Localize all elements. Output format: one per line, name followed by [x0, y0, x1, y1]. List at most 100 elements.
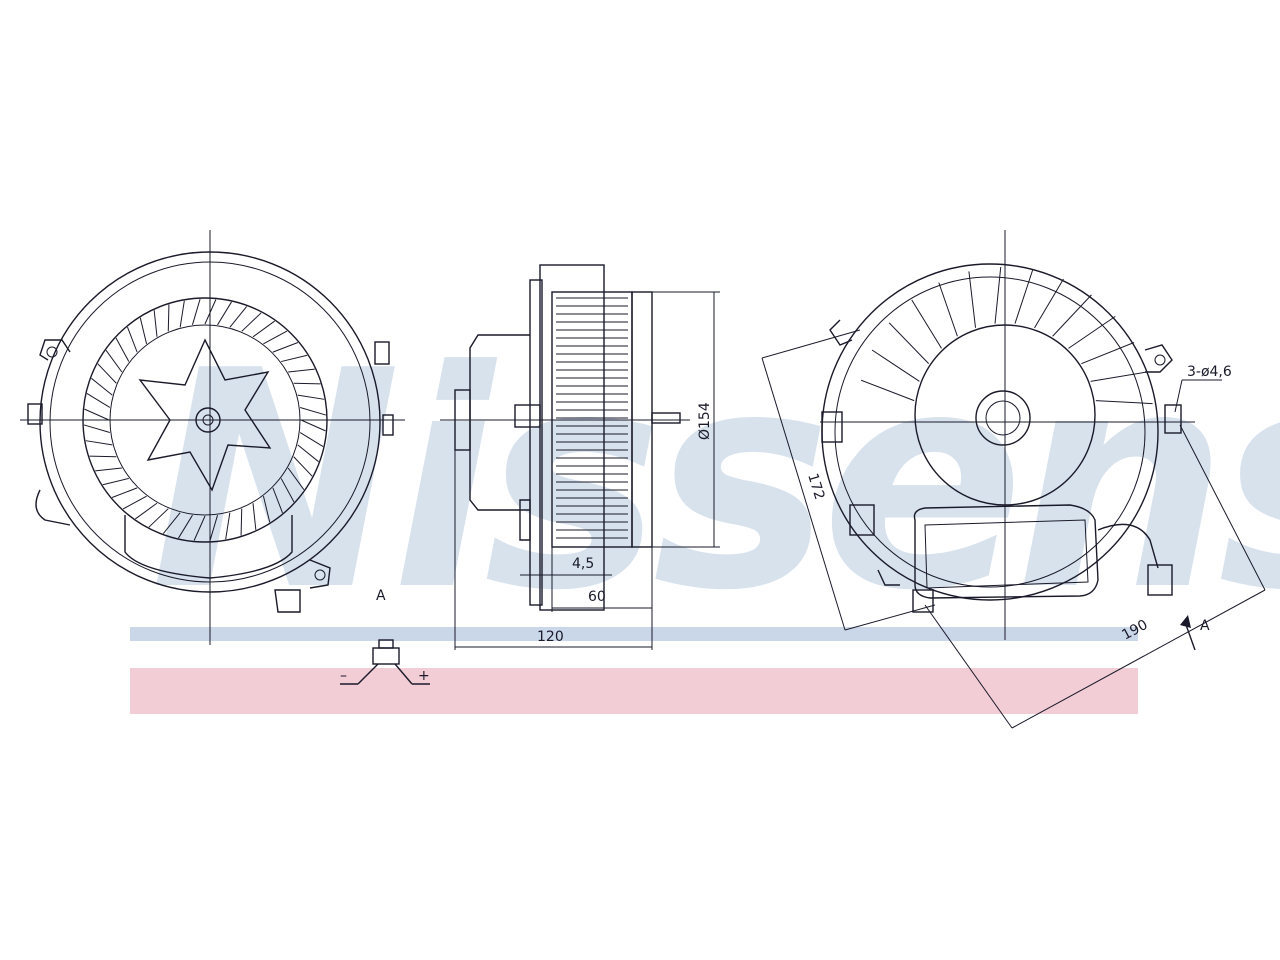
- rear-view: 172 190 3-ø4,6 A: [761, 230, 1266, 729]
- impeller-blade: [280, 478, 295, 503]
- rear-rib: [968, 271, 977, 328]
- rear-rib: [1081, 342, 1135, 365]
- impeller-blade: [193, 515, 206, 541]
- hole-callout: 3-ø4,6: [1187, 364, 1232, 380]
- mounting-lug-bottom-right: [309, 559, 331, 589]
- rear-rib: [938, 282, 958, 337]
- wire-harness: [1097, 523, 1159, 569]
- impeller-blade: [225, 512, 231, 540]
- impeller-blade: [272, 342, 299, 353]
- impeller-blade: [209, 515, 219, 542]
- mounting-lug-left-bottom: [35, 489, 71, 526]
- resistor-module-inner: [924, 519, 1089, 589]
- impeller-blade: [263, 330, 288, 345]
- impeller-blade: [241, 312, 262, 332]
- rear-rib: [860, 379, 915, 402]
- impeller-blade: [293, 382, 321, 385]
- rear-rib: [1090, 371, 1147, 382]
- impeller-blade: [162, 512, 181, 534]
- dim-extension: [761, 329, 861, 359]
- mounting-hole: [1154, 354, 1166, 366]
- impeller-blade: [85, 440, 113, 446]
- dim-line-172: [761, 357, 846, 631]
- connector-symbol: – +: [340, 639, 430, 685]
- dim-line-190: [1011, 589, 1266, 729]
- impeller-blade: [102, 477, 129, 486]
- impeller-blade: [135, 502, 158, 520]
- impeller-blade: [91, 377, 113, 396]
- side-view: Ø154 4,5 60 120: [440, 264, 720, 650]
- mounting-hole: [314, 569, 326, 581]
- impeller-hub-center: [195, 407, 221, 433]
- impeller-blade: [148, 508, 169, 528]
- impeller-blade: [297, 444, 319, 463]
- impeller-blade: [300, 406, 327, 416]
- impeller-blade: [204, 299, 217, 325]
- shaft-end: [651, 412, 681, 424]
- front-view: A: [20, 230, 405, 645]
- rear-rib: [1014, 269, 1034, 324]
- connector-tab: [274, 589, 301, 613]
- impeller-blade: [105, 350, 123, 373]
- connector-plus-label: +: [418, 668, 430, 684]
- impeller-blade: [167, 304, 170, 332]
- impeller-blade: [86, 393, 111, 408]
- impeller-blade: [139, 317, 148, 344]
- impeller-blade: [122, 495, 147, 510]
- impeller-blades: [83, 298, 327, 542]
- impeller-blade: [252, 503, 257, 530]
- rear-housing-inner: [834, 276, 1146, 588]
- shaft-collar: [514, 404, 541, 428]
- rear-rib: [888, 322, 930, 365]
- impeller-inner: [109, 324, 301, 516]
- motor-bore: [985, 400, 1021, 436]
- impeller-blade: [83, 424, 110, 434]
- impeller-blade: [299, 432, 324, 447]
- hole-leader: [1174, 379, 1183, 413]
- rear-rib: [1095, 400, 1153, 405]
- rear-rib: [1068, 315, 1116, 349]
- connector-housing-side: [519, 499, 531, 541]
- motor-can: [914, 324, 1096, 506]
- view-label-a-front: A: [376, 588, 386, 604]
- rear-clip-lower-left: [849, 504, 875, 536]
- impeller-blade: [293, 456, 313, 477]
- housing-outer-ring: [39, 251, 381, 593]
- side-clip-right-low: [382, 414, 394, 436]
- rear-connector: [1147, 564, 1173, 596]
- impeller-blade: [229, 306, 248, 328]
- dim-extension: [844, 604, 936, 631]
- view-label-a-side: A: [1200, 618, 1210, 634]
- rear-clip-left: [821, 411, 843, 443]
- motor-hub: [975, 390, 1031, 446]
- side-flange-lip: [529, 279, 543, 606]
- view-arrow-head: [1180, 615, 1191, 628]
- dim-label-154: Ø154: [697, 402, 713, 440]
- impeller-blade: [297, 394, 325, 400]
- rear-rib: [911, 299, 942, 349]
- dim-label-60: 60: [588, 589, 606, 605]
- side-clip-right: [374, 341, 390, 365]
- watermark-band-pink: [130, 668, 1138, 714]
- rear-tab-bottom: [912, 589, 934, 613]
- impeller-blade: [262, 496, 271, 523]
- rear-rib: [1052, 294, 1092, 337]
- impeller-blade: [115, 337, 130, 362]
- impeller-blade: [95, 467, 122, 472]
- dim-extension: [1179, 424, 1266, 591]
- watermark-text: Nissens: [150, 307, 1280, 656]
- rear-lug-top-right: [1144, 344, 1173, 373]
- side-clip-left: [27, 403, 43, 425]
- impeller-blade: [179, 300, 185, 328]
- impeller-blade: [272, 487, 283, 514]
- mounting-hole: [46, 346, 58, 358]
- motor-housing-lower: [124, 515, 293, 579]
- impeller-blade: [300, 419, 326, 432]
- rear-ribs: [860, 267, 1153, 405]
- dim-label-120: 120: [537, 629, 564, 645]
- rear-rib: [1034, 278, 1064, 329]
- watermark-band-blue: [130, 627, 1138, 641]
- rear-lug-bottom-left: [877, 569, 900, 586]
- impeller-blade: [288, 368, 315, 373]
